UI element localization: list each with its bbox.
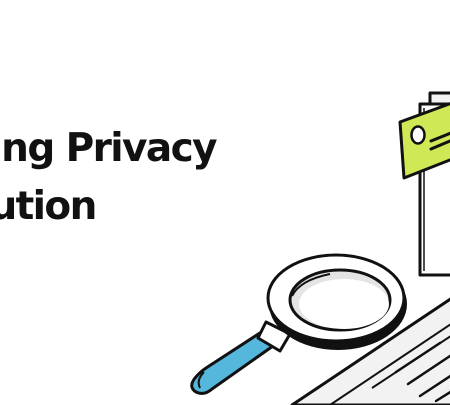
page-title: ecting Privacy Solution [0, 120, 346, 236]
magnifying-glass-icon [190, 253, 407, 395]
laptop-icon [290, 297, 450, 405]
title-line-1: ecting Privacy [0, 126, 218, 171]
title-line-2: Solution [0, 184, 97, 229]
id-card-icon [398, 102, 450, 180]
